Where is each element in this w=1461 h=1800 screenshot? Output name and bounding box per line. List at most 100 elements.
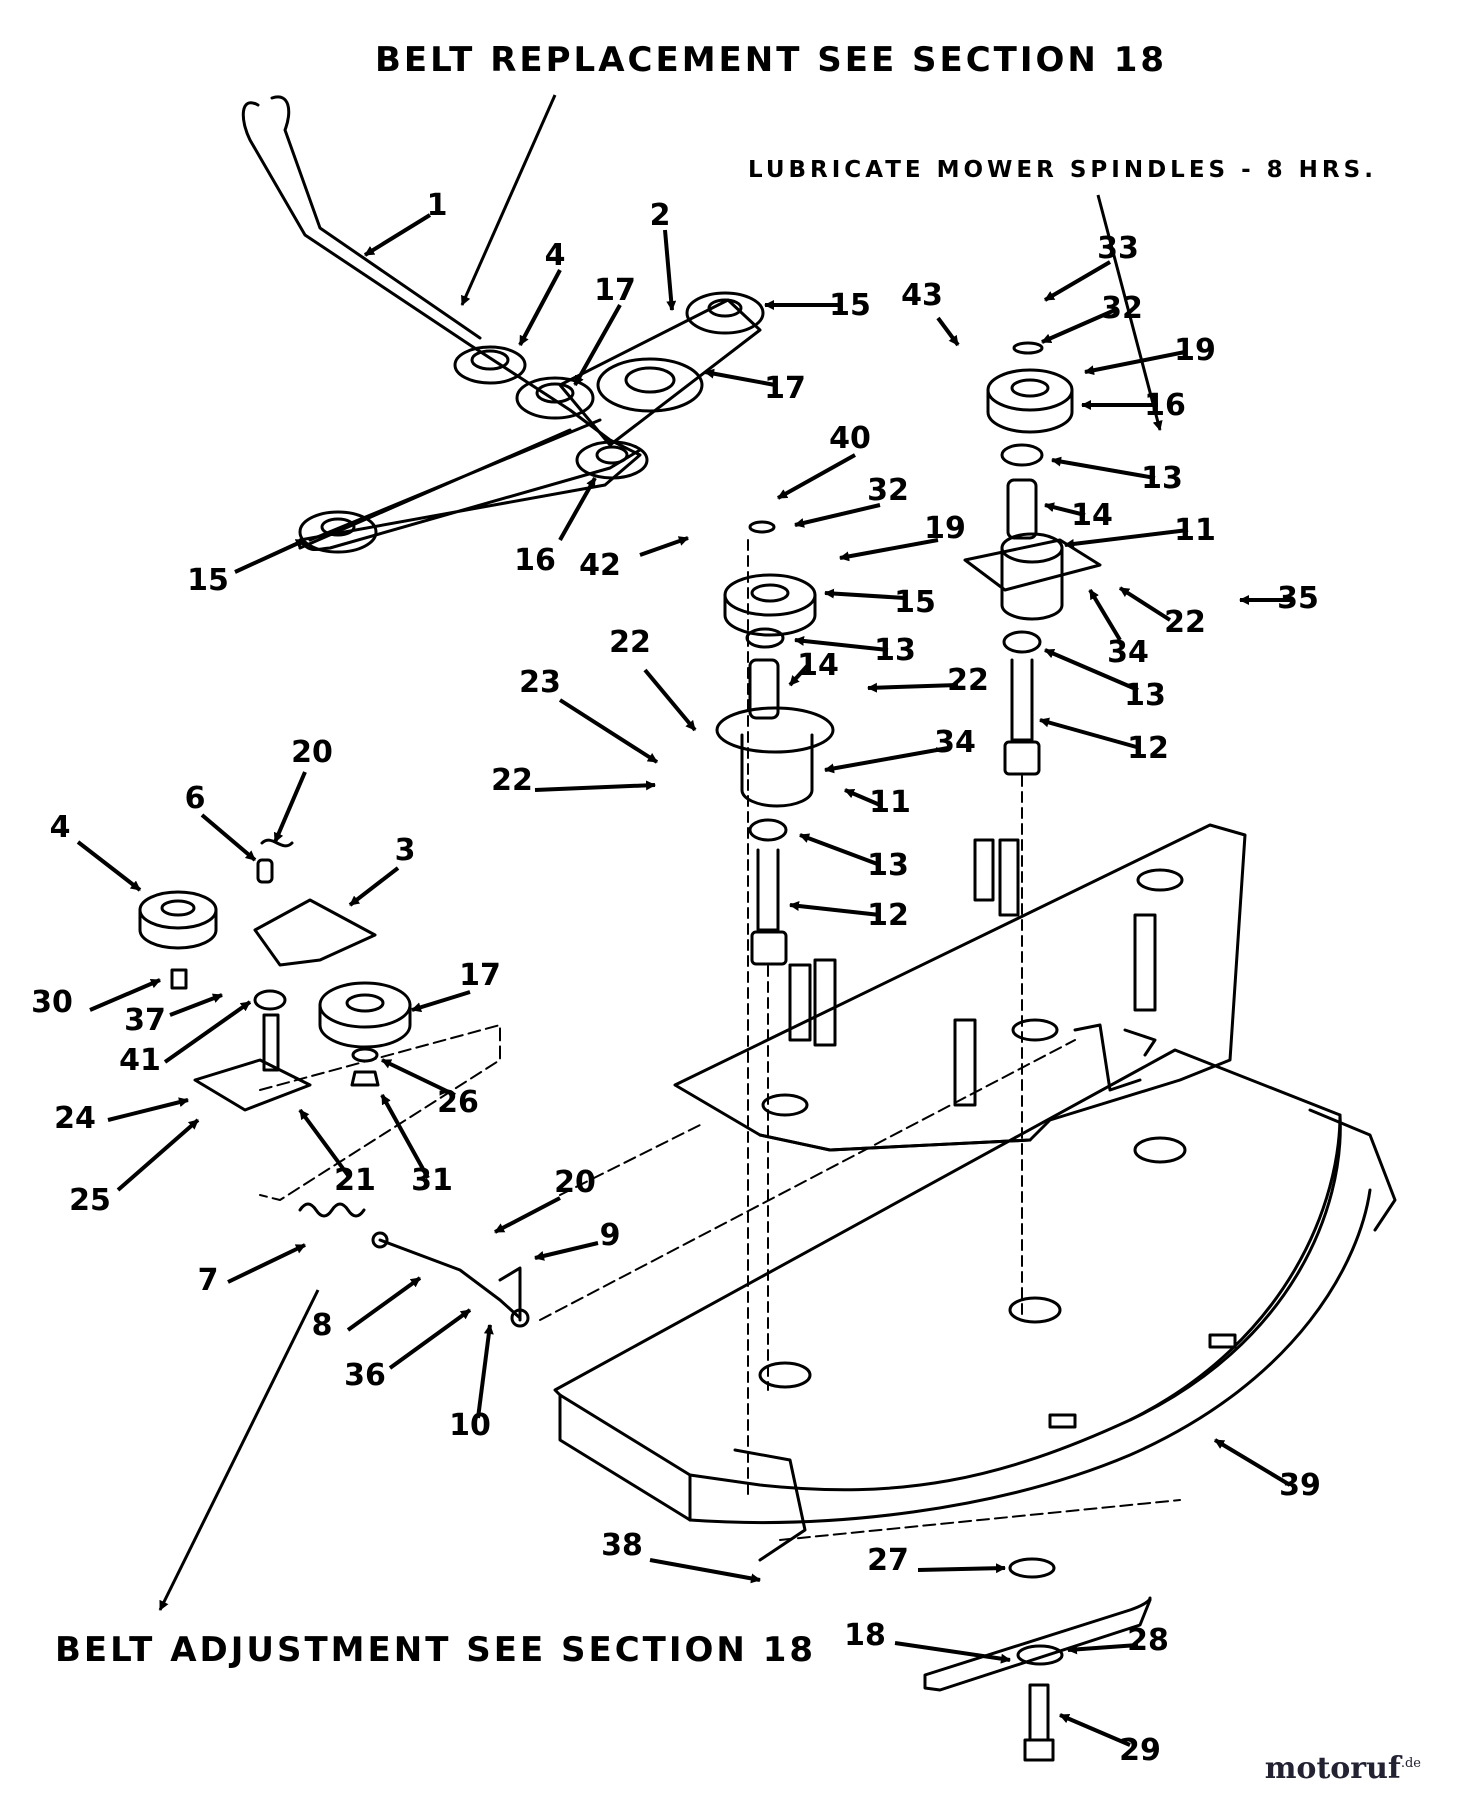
callout-leader-24	[107, 1097, 189, 1122]
callout-label-6: 6	[185, 781, 206, 816]
shaft-12-right	[1010, 658, 1034, 742]
callout-label-15: 15	[829, 288, 871, 323]
callout-leader-28	[1067, 1643, 1139, 1655]
callout-label-38: 38	[601, 1528, 643, 1563]
callout-label-13: 13	[1124, 678, 1166, 713]
callout-leader-1	[363, 213, 432, 257]
callout-label-11: 11	[869, 785, 911, 820]
callout-leader-20	[273, 771, 307, 843]
spacer-14-right	[1006, 478, 1038, 540]
callout-leader-7	[227, 1243, 306, 1284]
callout-label-20: 20	[291, 735, 333, 770]
callout-leader-13	[794, 635, 889, 652]
callout-label-34: 34	[1107, 635, 1149, 670]
callout-leader-18	[894, 1641, 1011, 1664]
callout-leader-17	[411, 990, 471, 1013]
callout-leader-36	[388, 1308, 472, 1370]
callout-label-19: 19	[1174, 333, 1216, 368]
note-leader-1	[1096, 194, 1163, 431]
callout-label-30: 30	[31, 985, 73, 1020]
bearing-13-right-top	[1000, 443, 1044, 467]
note-leader-0	[460, 94, 557, 306]
callout-leader-25	[116, 1118, 200, 1192]
pulley-4-upper	[453, 345, 527, 385]
blade-18	[923, 1596, 1152, 1692]
callout-leader-33	[1043, 260, 1112, 302]
callout-leader-38	[649, 1558, 761, 1584]
callout-label-24: 24	[54, 1101, 96, 1136]
pulley-15-left	[298, 510, 378, 554]
housing-11-center	[715, 706, 835, 754]
callout-label-32: 32	[1101, 291, 1143, 326]
callout-leader-17	[573, 304, 622, 386]
spring-7	[298, 1202, 366, 1218]
callout-label-34: 34	[934, 725, 976, 760]
callout-leader-15	[824, 588, 906, 600]
pulley-17-upper-b	[596, 357, 704, 413]
callout-leader-22	[643, 668, 697, 732]
watermark: motoruf.de	[1265, 1751, 1421, 1786]
bearing-13-right-bottom	[1002, 630, 1042, 654]
callout-leader-39	[1213, 1438, 1292, 1487]
callout-label-32: 32	[867, 473, 909, 508]
callout-leader-19	[839, 538, 939, 562]
callout-leader-11	[1064, 528, 1189, 549]
callout-label-17: 17	[764, 371, 806, 406]
callout-leader-43	[936, 316, 960, 347]
pulley-17-left	[318, 981, 412, 1029]
housing-11-right	[963, 538, 1102, 592]
belt-1	[241, 101, 642, 552]
idler-arm-3	[253, 898, 377, 967]
callout-leader-12	[1039, 717, 1141, 750]
callout-label-13: 13	[867, 848, 909, 883]
callout-label-39: 39	[1279, 1468, 1321, 1503]
callout-label-36: 36	[344, 1358, 386, 1393]
callout-label-22: 22	[947, 663, 989, 698]
pulley-15-upper	[685, 291, 765, 335]
callout-label-26: 26	[437, 1085, 479, 1120]
callout-label-16: 16	[514, 543, 556, 578]
callout-label-37: 37	[124, 1003, 166, 1038]
callout-leader-3	[348, 866, 400, 907]
callout-label-13: 13	[1141, 461, 1183, 496]
bolt-30	[170, 968, 188, 990]
callout-label-28: 28	[1127, 1623, 1169, 1658]
callout-label-12: 12	[867, 898, 909, 933]
callout-label-43: 43	[901, 278, 943, 313]
callout-leader-22	[1118, 586, 1172, 622]
callout-leader-22	[534, 780, 656, 792]
callout-label-42: 42	[579, 548, 621, 583]
callout-label-8: 8	[312, 1308, 333, 1343]
callout-leader-22	[867, 682, 959, 693]
callout-label-2: 2	[650, 198, 671, 233]
callout-label-29: 29	[1119, 1733, 1161, 1768]
callout-leader-31	[380, 1094, 430, 1179]
callout-label-22: 22	[609, 625, 651, 660]
callout-leader-32	[794, 503, 881, 528]
callout-leader-30	[89, 978, 161, 1012]
callout-label-22: 22	[1164, 605, 1206, 640]
pulley-17-upper-a	[515, 376, 595, 420]
note-belt-replacement: BELT REPLACEMENT SEE SECTION 18	[375, 40, 1168, 80]
callout-label-21: 21	[334, 1163, 376, 1198]
callout-label-31: 31	[411, 1163, 453, 1198]
callout-label-33: 33	[1097, 231, 1139, 266]
washer-27	[1008, 1557, 1056, 1579]
callout-label-15: 15	[187, 563, 229, 598]
callout-label-20: 20	[554, 1165, 596, 1200]
callout-leader-34	[1088, 588, 1122, 642]
callout-leader-13	[1051, 456, 1156, 480]
callout-label-4: 4	[545, 238, 566, 273]
callout-label-35: 35	[1277, 581, 1319, 616]
callout-label-9: 9	[600, 1218, 621, 1253]
callout-leader-17	[704, 368, 776, 387]
callout-label-1: 1	[427, 188, 448, 223]
callout-leader-10	[476, 1324, 494, 1419]
callout-leader-4	[76, 840, 142, 892]
callout-label-40: 40	[829, 421, 871, 456]
shaft-41	[262, 1013, 280, 1072]
callout-leader-23	[558, 698, 659, 764]
callout-leader-40	[777, 453, 856, 500]
